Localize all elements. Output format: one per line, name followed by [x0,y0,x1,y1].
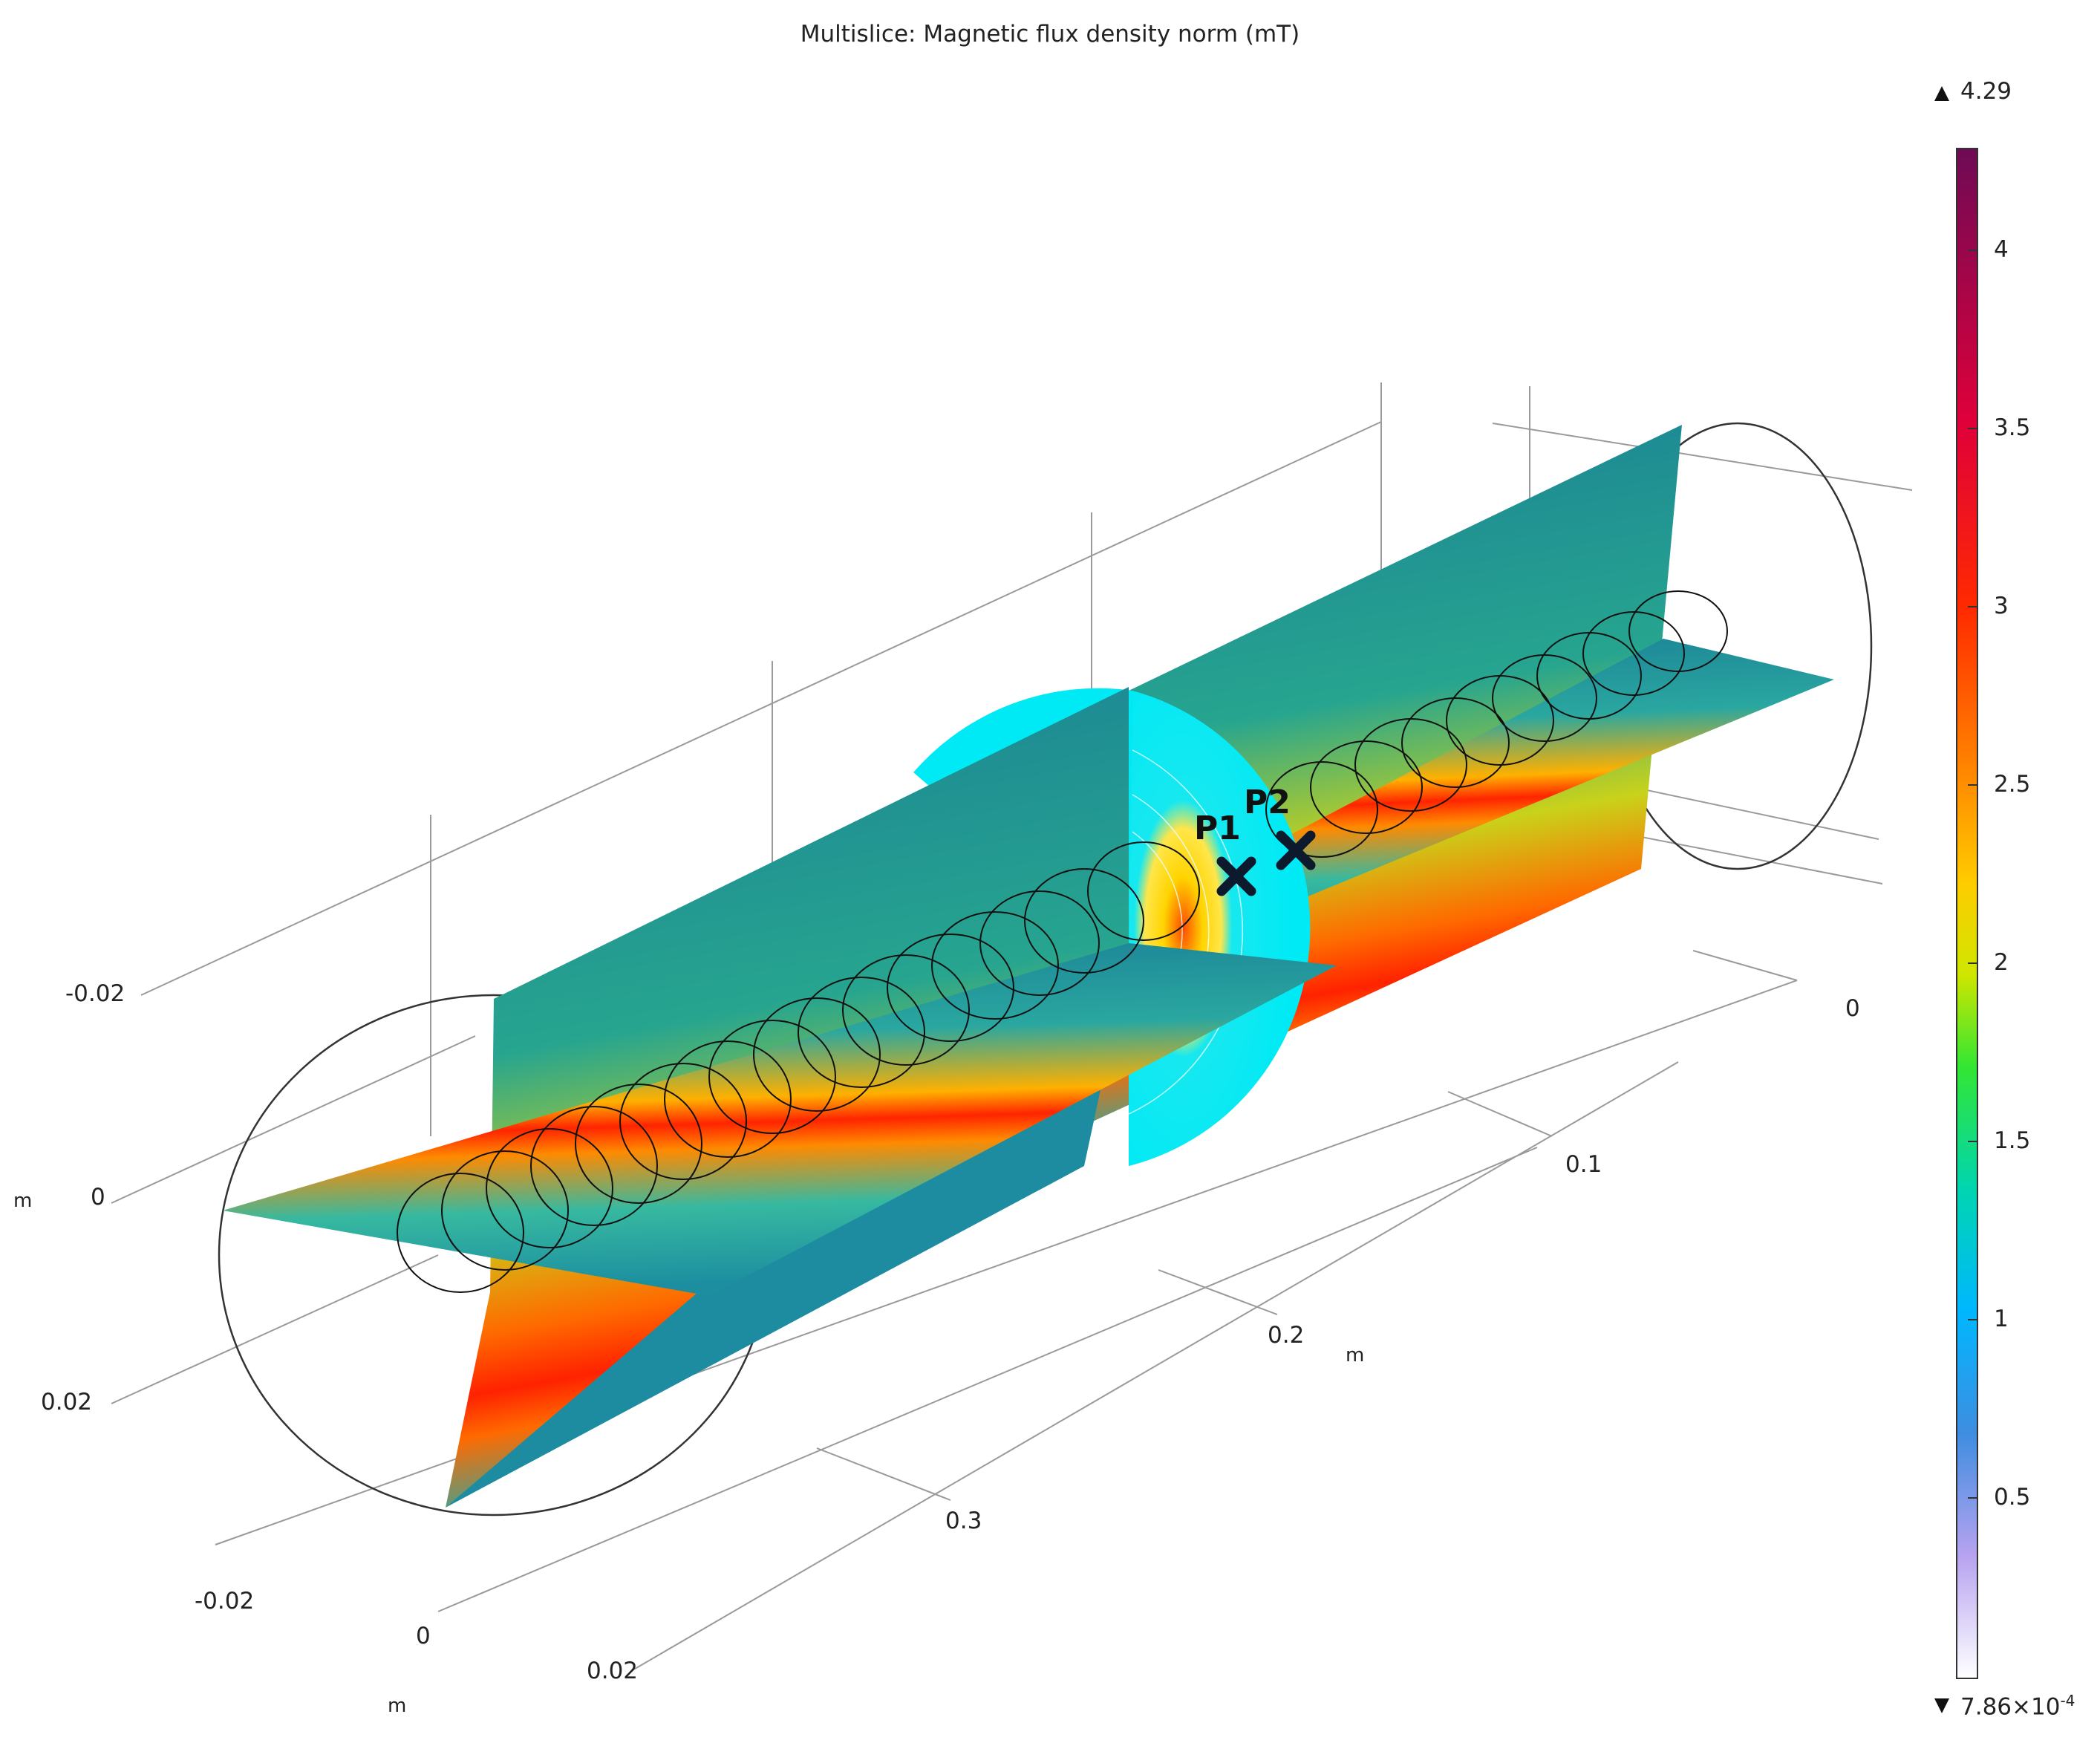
marker-p1-icon [1216,856,1256,896]
colorbar-ticks [1968,250,1977,1499]
marker-p1-label: P1 [1194,809,1241,847]
left-axis-tick-3: 0.02 [41,1389,93,1415]
left-axis-tick-2: 0 [91,1184,105,1211]
colorbar [1956,148,1978,1679]
colorbar-min-triangle-icon [1934,1698,1949,1713]
colorbar-tick-2-5: 2.5 [1994,771,2031,798]
colorbar-min-exponent: -4 [2060,1692,2075,1710]
plot-title: Multislice: Magnetic flux density norm (… [800,21,1300,48]
colorbar-tick-3-5: 3.5 [1994,414,2031,441]
marker-p2-icon [1276,830,1316,870]
colorbar-tick-2: 2 [1994,949,2009,976]
colorbar-tick-3: 3 [1994,593,2009,619]
left-axis-unit: m [13,1190,33,1212]
colorbar-min-mantissa: 7.86×10 [1960,1693,2061,1721]
colorbar-tick-0-5: 0.5 [1994,1484,2031,1511]
colorbar-tick-1-5: 1.5 [1994,1127,2031,1154]
long-axis-tick-1: 0 [1845,995,1860,1022]
long-axis-tick-2: 0.1 [1565,1151,1602,1178]
front-axis-tick-2: 0 [416,1623,431,1649]
colorbar-tick-1: 1 [1994,1306,2009,1332]
left-axis-tick-1: -0.02 [65,980,125,1007]
horizontal-slice-front [223,943,1337,1296]
colorbar-min-label: 7.86×10-4 [1960,1692,2075,1720]
long-axis-tick-4: 0.3 [945,1508,982,1534]
front-axis-tick-3: 0.02 [587,1658,639,1684]
front-axis-tick-1: -0.02 [195,1588,255,1615]
colorbar-tick-4: 4 [1994,236,2009,263]
long-axis-unit: m [1346,1344,1365,1366]
colorbar-max-label: 4.29 [1960,78,2012,105]
marker-p2-label: P2 [1244,783,1291,821]
long-axis-tick-3: 0.2 [1268,1322,1305,1349]
front-axis-unit: m [388,1695,407,1717]
coil-windings [397,590,1728,1293]
colorbar-max-triangle-icon [1934,86,1949,101]
